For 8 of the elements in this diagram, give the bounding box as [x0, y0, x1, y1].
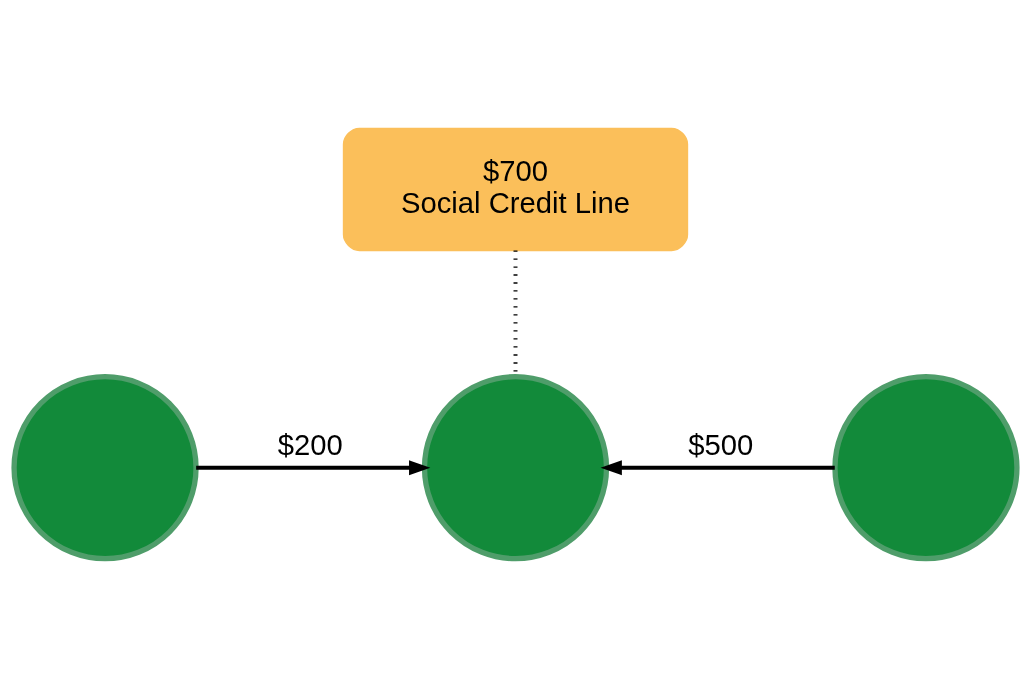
- node-person: [421, 374, 610, 562]
- node-person: [11, 374, 199, 562]
- arrow: [600, 460, 835, 476]
- edge-label: $500: [688, 429, 754, 462]
- edge-label: $200: [277, 429, 343, 462]
- node-box: $700 Social Credit Line: [342, 127, 689, 252]
- arrow: [196, 460, 431, 476]
- node-person: [832, 374, 1020, 562]
